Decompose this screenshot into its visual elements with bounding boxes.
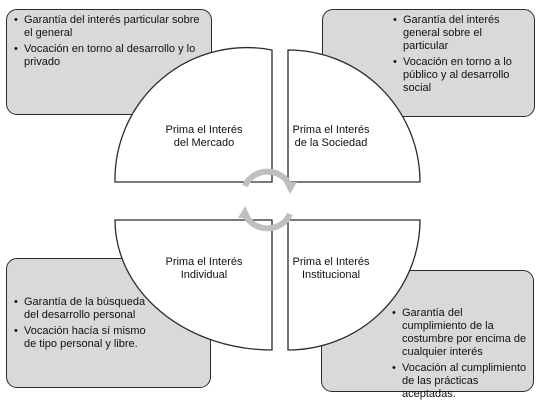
quadrant-label-sociedad: Prima el Interés de la Sociedad — [276, 124, 386, 150]
quadrant-bottom-right — [287, 219, 421, 351]
quadrant-label-line: Prima el Interés — [292, 256, 370, 268]
quadrant-label-line: Institucional — [301, 269, 361, 281]
quadrant-label-line: Prima el Interés — [292, 124, 370, 136]
quadrant-label-institucional: Prima el Interés Institucional — [276, 256, 386, 282]
box-bottom-right-item: Vocación al cumplimiento de las práctica… — [392, 362, 527, 401]
quadrant-label-line: Prima el Interés — [165, 256, 243, 268]
box-bottom-right-item: Garantía del cumplimiento de la costumbr… — [392, 307, 527, 359]
quadrant-label-line: del Mercado — [173, 137, 235, 149]
quadrant-bottom-left — [114, 219, 273, 351]
quadrant-label-line: Prima el Interés — [165, 124, 243, 136]
cycle-arrows-icon — [238, 168, 297, 232]
quadrant-label-individual: Prima el Interés Individual — [149, 256, 259, 282]
quadrant-top-left — [114, 46, 273, 183]
box-bottom-left-item: Garantía de la búsqueda del desarrollo p… — [14, 296, 160, 322]
quadrant-top-right — [287, 49, 421, 183]
quadrant-label-mercado: Prima el Interés del Mercado — [149, 124, 259, 150]
box-top-left-item: Garantía del interés particular sobre el… — [14, 14, 203, 40]
box-bottom-left-item: Vocación hacía sí mismo de tipo personal… — [14, 325, 160, 351]
box-top-right-item: Vocación en torno a lo público y al desa… — [393, 56, 528, 95]
box-top-left: Garantía del interés particular sobre el… — [6, 9, 212, 115]
quadrant-label-line: de la Sociedad — [294, 137, 368, 149]
quadrant-label-line: Individual — [180, 269, 228, 281]
box-top-right-item: Garantía del interés general sobre el pa… — [393, 14, 528, 53]
box-top-left-item: Vocación en torno al desarrollo y lo pri… — [14, 43, 203, 69]
